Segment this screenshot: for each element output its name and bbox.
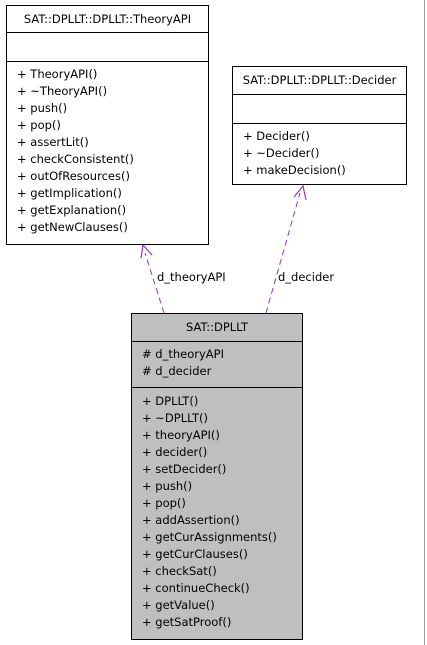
- class-decider-name: SAT::DPLLT::DPLLT::Decider: [233, 67, 406, 95]
- class-theory-api-attributes: [7, 33, 208, 62]
- class-theory-api-name: SAT::DPLLT::DPLLT::TheoryAPI: [7, 6, 208, 33]
- operation: + pop(): [142, 496, 186, 510]
- operation: + Decider(): [243, 129, 310, 143]
- class-decider-attributes: [233, 95, 406, 124]
- class-dpllt-attributes: # d_theoryAPI # d_decider: [132, 342, 302, 388]
- operation: + checkSat(): [142, 564, 217, 578]
- attribute: # d_decider: [142, 364, 212, 378]
- operation: + outOfResources(): [17, 169, 130, 183]
- decider-arrowhead: [293, 184, 307, 201]
- operation: + ~TheoryAPI(): [17, 84, 108, 98]
- class-dpllt-name: SAT::DPLLT: [132, 314, 302, 342]
- operation: + continueCheck(): [142, 581, 250, 595]
- operation: + ~DPLLT(): [142, 411, 208, 425]
- operation: + getExplanation(): [17, 203, 127, 217]
- operation: + getImplication(): [17, 186, 122, 200]
- operation: + getValue(): [142, 598, 215, 612]
- operation: + makeDecision(): [243, 163, 346, 177]
- edge-label-theory-api: d_theoryAPI: [157, 270, 226, 284]
- operation: + TheoryAPI(): [17, 67, 98, 81]
- operation: + push(): [17, 101, 68, 115]
- decider-association-line: [265, 192, 301, 314]
- class-theory-api[interactable]: SAT::DPLLT::DPLLT::TheoryAPI + TheoryAPI…: [6, 5, 209, 245]
- class-dpllt-operations: + DPLLT() + ~DPLLT() + theoryAPI() + dec…: [132, 388, 302, 633]
- operation: + getCurAssignments(): [142, 530, 277, 544]
- operation: + ~Decider(): [243, 146, 320, 160]
- edge-label-decider: d_decider: [278, 270, 335, 284]
- operation: + DPLLT(): [142, 394, 199, 408]
- class-dpllt[interactable]: SAT::DPLLT # d_theoryAPI # d_decider + D…: [131, 313, 303, 640]
- operation: + getNewClauses(): [17, 220, 128, 234]
- class-theory-api-operations: + TheoryAPI() + ~TheoryAPI() + push() + …: [7, 62, 208, 238]
- attribute: # d_theoryAPI: [142, 347, 224, 361]
- operation: + assertLit(): [17, 135, 89, 149]
- operation: + checkConsistent(): [17, 152, 134, 166]
- page-right-border: [424, 0, 425, 645]
- operation: + theoryAPI(): [142, 428, 220, 442]
- operation: + addAssertion(): [142, 513, 240, 527]
- class-decider-operations: + Decider() + ~Decider() + makeDecision(…: [233, 124, 406, 181]
- theory-api-association-line: [144, 252, 165, 314]
- operation: + getCurClauses(): [142, 547, 248, 561]
- operation: + pop(): [17, 118, 61, 132]
- operation: + getSatProof(): [142, 615, 232, 629]
- operation: + push(): [142, 479, 193, 493]
- operation: + decider(): [142, 445, 208, 459]
- operation: + setDecider(): [142, 462, 227, 476]
- class-decider[interactable]: SAT::DPLLT::DPLLT::Decider + Decider() +…: [232, 66, 407, 185]
- theory-api-arrowhead: [140, 243, 153, 259]
